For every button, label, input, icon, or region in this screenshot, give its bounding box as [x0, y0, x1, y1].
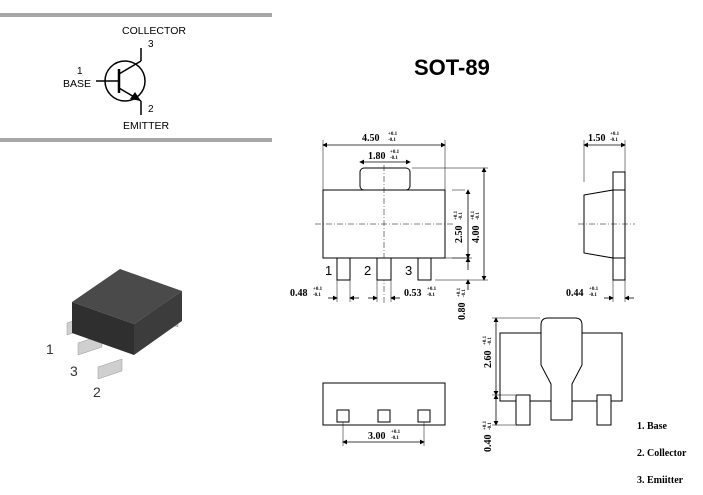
svg-text:0.53: 0.53 [404, 288, 422, 299]
top-view: 4.50 +0.1 -0.1 1.80 +0.1 -0.1 1 2 3 2.50… [290, 132, 488, 320]
svg-text:2.60: 2.60 [483, 351, 494, 369]
footprint-view: 2.60 +0.1 -0.1 0.40 +0.1 -0.1 [483, 317, 623, 453]
svg-text:-0.1: -0.1 [462, 289, 467, 297]
middle-divider [0, 138, 272, 142]
svg-text:+0.1: +0.1 [427, 287, 437, 292]
transistor-schematic: COLLECTOR 3 1 BASE 2 EMITTER [0, 18, 272, 138]
svg-text:-0.1: -0.1 [390, 156, 398, 161]
svg-text:1: 1 [325, 263, 332, 278]
svg-text:0.80: 0.80 [457, 303, 468, 321]
svg-text:+0.1: +0.1 [388, 132, 398, 137]
package-photo: 1 3 2 [30, 255, 220, 405]
collector-pin-number: 3 [148, 39, 154, 50]
svg-text:+0.1: +0.1 [391, 430, 401, 435]
svg-text:2: 2 [364, 263, 371, 278]
photo-pin-2: 2 [93, 384, 101, 400]
svg-text:2.50: 2.50 [454, 226, 465, 244]
base-pin-number: 1 [77, 66, 83, 77]
svg-text:1.80: 1.80 [368, 151, 386, 162]
emitter-arrow-icon [130, 92, 141, 101]
svg-text:+0.1: +0.1 [457, 287, 462, 297]
svg-text:+0.1: +0.1 [483, 420, 488, 430]
pin-legend: 1. Base 2. Collector 3. Emiitter [637, 421, 687, 486]
svg-text:0.48: 0.48 [290, 288, 308, 299]
svg-text:-0.1: -0.1 [388, 138, 396, 143]
package-title: SOT-89 [414, 55, 490, 80]
legend-item-base: 1. Base [637, 421, 668, 432]
collector-label: COLLECTOR [122, 25, 186, 37]
svg-text:-0.1: -0.1 [589, 293, 597, 298]
svg-text:-0.1: -0.1 [488, 337, 493, 345]
svg-text:-0.1: -0.1 [391, 436, 399, 441]
emitter-pin-number: 2 [148, 104, 154, 115]
svg-text:+0.1: +0.1 [483, 335, 488, 345]
svg-text:-0.1: -0.1 [427, 293, 435, 298]
svg-text:-0.1: -0.1 [313, 293, 321, 298]
top-divider [0, 13, 272, 17]
dimension-drawings: 4.50 +0.1 -0.1 1.80 +0.1 -0.1 1 2 3 2.50… [280, 120, 703, 490]
svg-text:+0.1: +0.1 [454, 210, 459, 220]
legend-item-emitter: 3. Emiitter [637, 475, 684, 486]
svg-text:-0.1: -0.1 [610, 138, 618, 143]
base-label: BASE [63, 78, 91, 90]
svg-text:4.00: 4.00 [471, 226, 482, 244]
side-view: 1.50 +0.1 -0.1 0.44 +0.1 -0.1 [566, 132, 635, 302]
svg-text:+0.1: +0.1 [610, 132, 620, 137]
svg-text:-0.1: -0.1 [488, 422, 493, 430]
legend-item-collector: 2. Collector [637, 448, 687, 459]
svg-text:+0.1: +0.1 [471, 210, 476, 220]
bottom-view: 3.00 +0.1 -0.1 [322, 382, 446, 446]
svg-text:4.50: 4.50 [362, 133, 380, 144]
photo-pin-1: 1 [46, 341, 54, 357]
svg-text:3: 3 [405, 263, 412, 278]
photo-pin-3: 3 [70, 363, 78, 379]
svg-text:+0.1: +0.1 [313, 287, 323, 292]
svg-text:0.40: 0.40 [483, 435, 494, 453]
svg-text:0.44: 0.44 [566, 288, 584, 299]
svg-text:+0.1: +0.1 [390, 150, 400, 155]
svg-text:+0.1: +0.1 [589, 287, 599, 292]
svg-text:-0.1: -0.1 [459, 212, 464, 220]
svg-text:1.50: 1.50 [588, 133, 606, 144]
svg-text:3.00: 3.00 [368, 431, 386, 442]
svg-text:-0.1: -0.1 [476, 212, 481, 220]
emitter-label: EMITTER [123, 120, 169, 132]
